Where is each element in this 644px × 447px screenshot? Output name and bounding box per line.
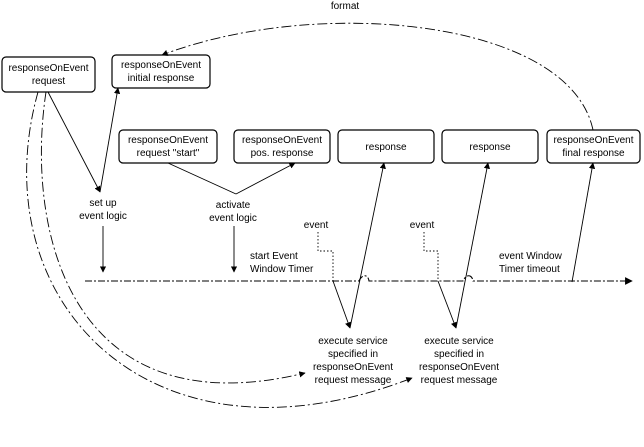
response-2-label: response: [469, 142, 511, 153]
arrow-exec1-to-response: [349, 162, 386, 329]
arrow-event1-to-exec: [332, 280, 352, 329]
exec-1-label-2: specified in: [328, 349, 378, 360]
box-initial-response: [111, 54, 211, 89]
box-response-1: [337, 129, 435, 164]
pos-title: responseOnEvent: [242, 135, 322, 146]
init-title: responseOnEvent: [121, 60, 201, 71]
exec-2-label-3: responseOnEvent: [419, 362, 499, 373]
arrow-request-to-setup: [47, 91, 101, 193]
req-title: responseOnEvent: [8, 63, 88, 74]
exec-1-label-4: request message: [315, 375, 392, 386]
event-1-label: event: [304, 220, 329, 231]
activate-label-1: activate: [216, 200, 251, 211]
timer-label-1: start Event: [250, 251, 298, 262]
pos-subtitle: pos. response: [251, 148, 314, 159]
exec-2-label-2: specified in: [434, 349, 484, 360]
event-2-label: event: [410, 220, 435, 231]
timeout-label-2: Timer timeout: [499, 264, 560, 275]
event-2-indicator: [423, 232, 439, 281]
time-axis: [85, 275, 633, 285]
exec-1-label-3: responseOnEvent: [313, 362, 393, 373]
start-subtitle: request "start": [137, 148, 200, 159]
arc-request-to-exec-1: [41, 91, 306, 384]
req-subtitle: request: [32, 76, 66, 87]
setup-label-1: set up: [89, 198, 117, 209]
timer-label-2: Window Timer: [250, 264, 314, 275]
event-1-indicator: [317, 232, 334, 281]
timeout-label-1: event Window: [499, 251, 563, 262]
arrow-start-to-activate: [167, 162, 237, 195]
start-title: responseOnEvent: [128, 135, 208, 146]
format-arc: [161, 22, 594, 131]
arrow-activate-to-pos: [235, 162, 296, 195]
activate-label-2: event logic: [209, 213, 257, 224]
init-subtitle: initial response: [128, 73, 195, 84]
setup-label-2: event logic: [79, 211, 127, 222]
exec-1-label-1: execute service: [318, 336, 388, 347]
response-1-label: response: [365, 142, 407, 153]
arrow-event2-to-exec: [437, 280, 457, 329]
format-label: format: [331, 1, 360, 12]
exec-2-label-1: execute service: [424, 336, 494, 347]
arrow-setup-to-initial: [99, 87, 121, 193]
final-subtitle: final response: [562, 148, 625, 159]
arrow-exec2-to-response: [455, 162, 491, 329]
final-title: responseOnEvent: [553, 135, 633, 146]
arrow-timeout-to-final: [571, 162, 596, 283]
box-pos-response: [233, 129, 331, 164]
exec-2-label-4: request message: [421, 375, 498, 386]
